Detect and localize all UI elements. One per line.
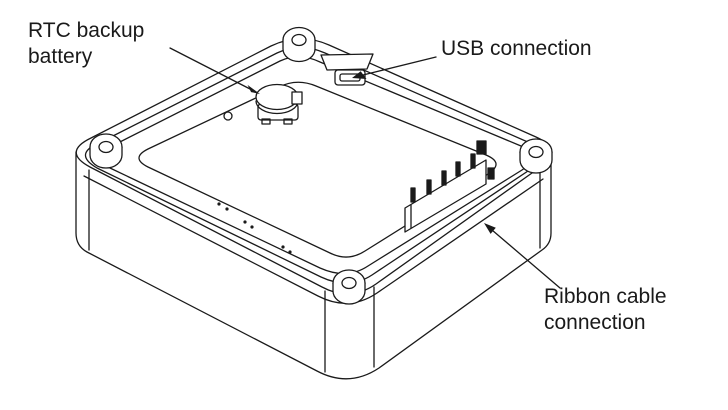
- ribbon-cable-label: Ribbon cable connection: [544, 284, 667, 336]
- corner-boss-top: [282, 26, 316, 63]
- corner-boss-bottom: [332, 269, 366, 305]
- usb-rim-notch: [320, 53, 374, 71]
- corner-boss-right: [519, 138, 553, 174]
- corner-boss-left: [89, 133, 123, 169]
- ribbon-cable-label-line1: Ribbon cable: [544, 285, 667, 308]
- rtc-battery-label-line1: RTC backup: [28, 19, 145, 42]
- usb-leader-line: [352, 56, 437, 79]
- rtc-leader-line: [169, 47, 260, 94]
- rtc-battery-label-line2: battery: [28, 45, 93, 68]
- enclosure-body: [75, 38, 552, 380]
- pcb-test-points: [217, 202, 292, 254]
- rtc-battery-label: RTC backup battery: [28, 18, 144, 70]
- usb-connection-label: USB connection: [441, 37, 592, 60]
- rtc-battery-drawing: [223, 83, 303, 125]
- ribbon-connector-drawing: [404, 140, 495, 233]
- ribbon-leader-line: [484, 223, 561, 289]
- ribbon-cable-label-line2: connection: [544, 311, 646, 334]
